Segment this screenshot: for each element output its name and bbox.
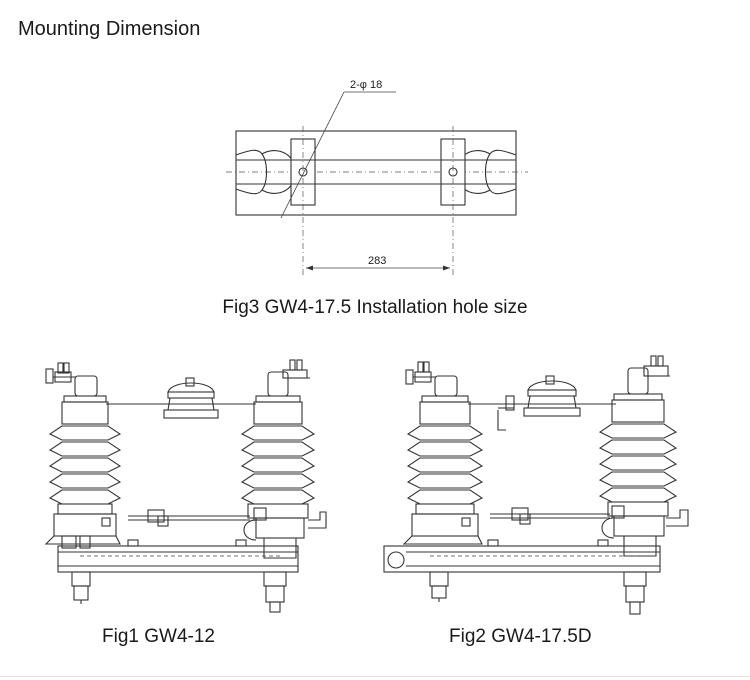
fig3-caption: Fig3 GW4-17.5 Installation hole size: [222, 297, 528, 318]
right-insulator-sheds-2: [598, 423, 678, 503]
page-title: Mounting Dimension: [18, 18, 201, 40]
fig2-caption: Fig2 GW4-17.5D: [449, 626, 592, 647]
hole-spacing-label: 283: [368, 255, 386, 267]
hole-size-label: 2-φ 18: [350, 79, 382, 91]
base-plate-outline: [235, 130, 517, 216]
left-insulator-sheds-2: [406, 425, 484, 505]
fig1-caption: Fig1 GW4-12: [102, 626, 215, 647]
bottom-divider: [0, 676, 750, 677]
earthing-circle: [387, 551, 405, 569]
